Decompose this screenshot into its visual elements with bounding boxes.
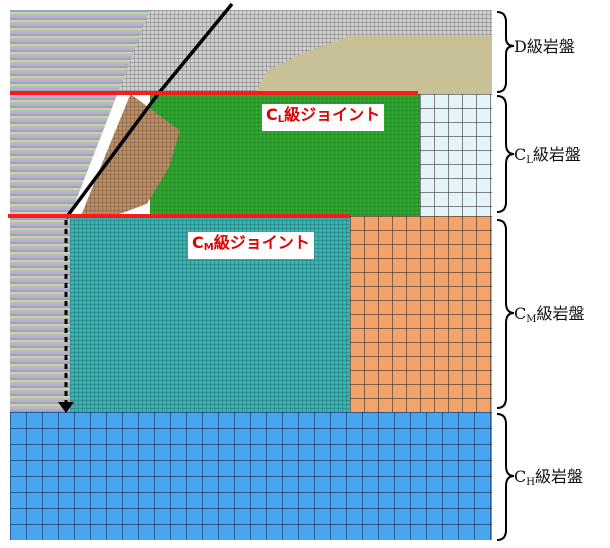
- ch-rock-blue-zone: [10, 412, 492, 540]
- cl-joint-line: [10, 91, 418, 95]
- ch-rock-label: CH級岩盤: [514, 467, 583, 488]
- cm-joint-line: [8, 214, 350, 218]
- cm-rock-orange-zone: [350, 216, 492, 412]
- cl-joint-label: CL級ジョイント: [262, 104, 385, 131]
- d-rock-label: D級岩盤: [514, 37, 575, 56]
- cl-rock-label: CL級岩盤: [514, 145, 581, 166]
- layer-braces: [496, 11, 515, 541]
- cm-rock-label: CM級岩盤: [514, 304, 585, 325]
- striped-left-band: [10, 10, 150, 412]
- cl-rock-light-zone: [420, 94, 492, 216]
- cm-joint-label: CM級ジョイント: [188, 232, 314, 259]
